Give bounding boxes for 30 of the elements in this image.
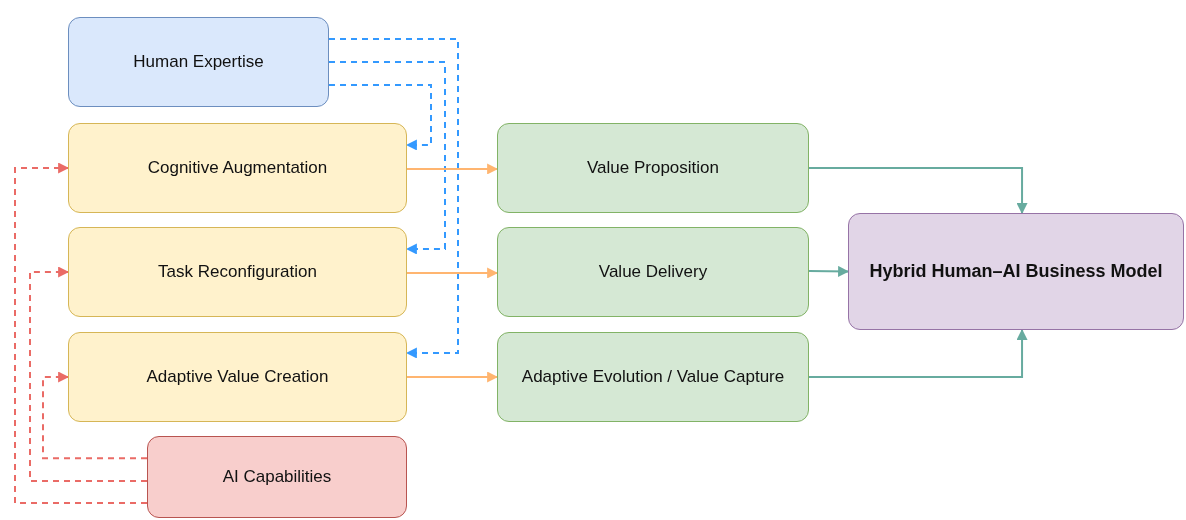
process-box bbox=[68, 227, 407, 317]
process-box bbox=[497, 332, 809, 422]
process-box bbox=[147, 436, 407, 518]
process-box bbox=[497, 227, 809, 317]
node-label: Value Delivery bbox=[598, 261, 708, 283]
arrow bbox=[406, 267, 499, 279]
arrow bbox=[808, 167, 1028, 215]
node-label: Cognitive Augmentation bbox=[147, 157, 328, 179]
arrow bbox=[808, 328, 1028, 378]
process-box bbox=[497, 123, 809, 213]
arrow bbox=[406, 371, 499, 383]
process-box bbox=[848, 213, 1184, 330]
arrow bbox=[14, 162, 148, 504]
node-label: Adaptive Evolution / Value Capture bbox=[521, 366, 785, 388]
arrow bbox=[29, 266, 148, 483]
process-box bbox=[68, 332, 407, 422]
node-label: Adaptive Value Creation bbox=[146, 366, 329, 388]
process-box bbox=[68, 123, 407, 213]
node-label: Human Expertise bbox=[133, 51, 264, 73]
arrow bbox=[328, 61, 446, 255]
process-box bbox=[68, 17, 329, 107]
node-label: AI Capabilities bbox=[222, 466, 332, 488]
arrow bbox=[328, 37, 459, 359]
arrow bbox=[808, 265, 850, 277]
arrow bbox=[328, 84, 432, 151]
arrow bbox=[406, 163, 499, 175]
node-label: Value Proposition bbox=[587, 157, 719, 179]
node-label: Hybrid Human–AI Business Model bbox=[869, 260, 1163, 283]
arrow bbox=[42, 371, 148, 460]
node-label: Task Reconfiguration bbox=[158, 261, 317, 283]
